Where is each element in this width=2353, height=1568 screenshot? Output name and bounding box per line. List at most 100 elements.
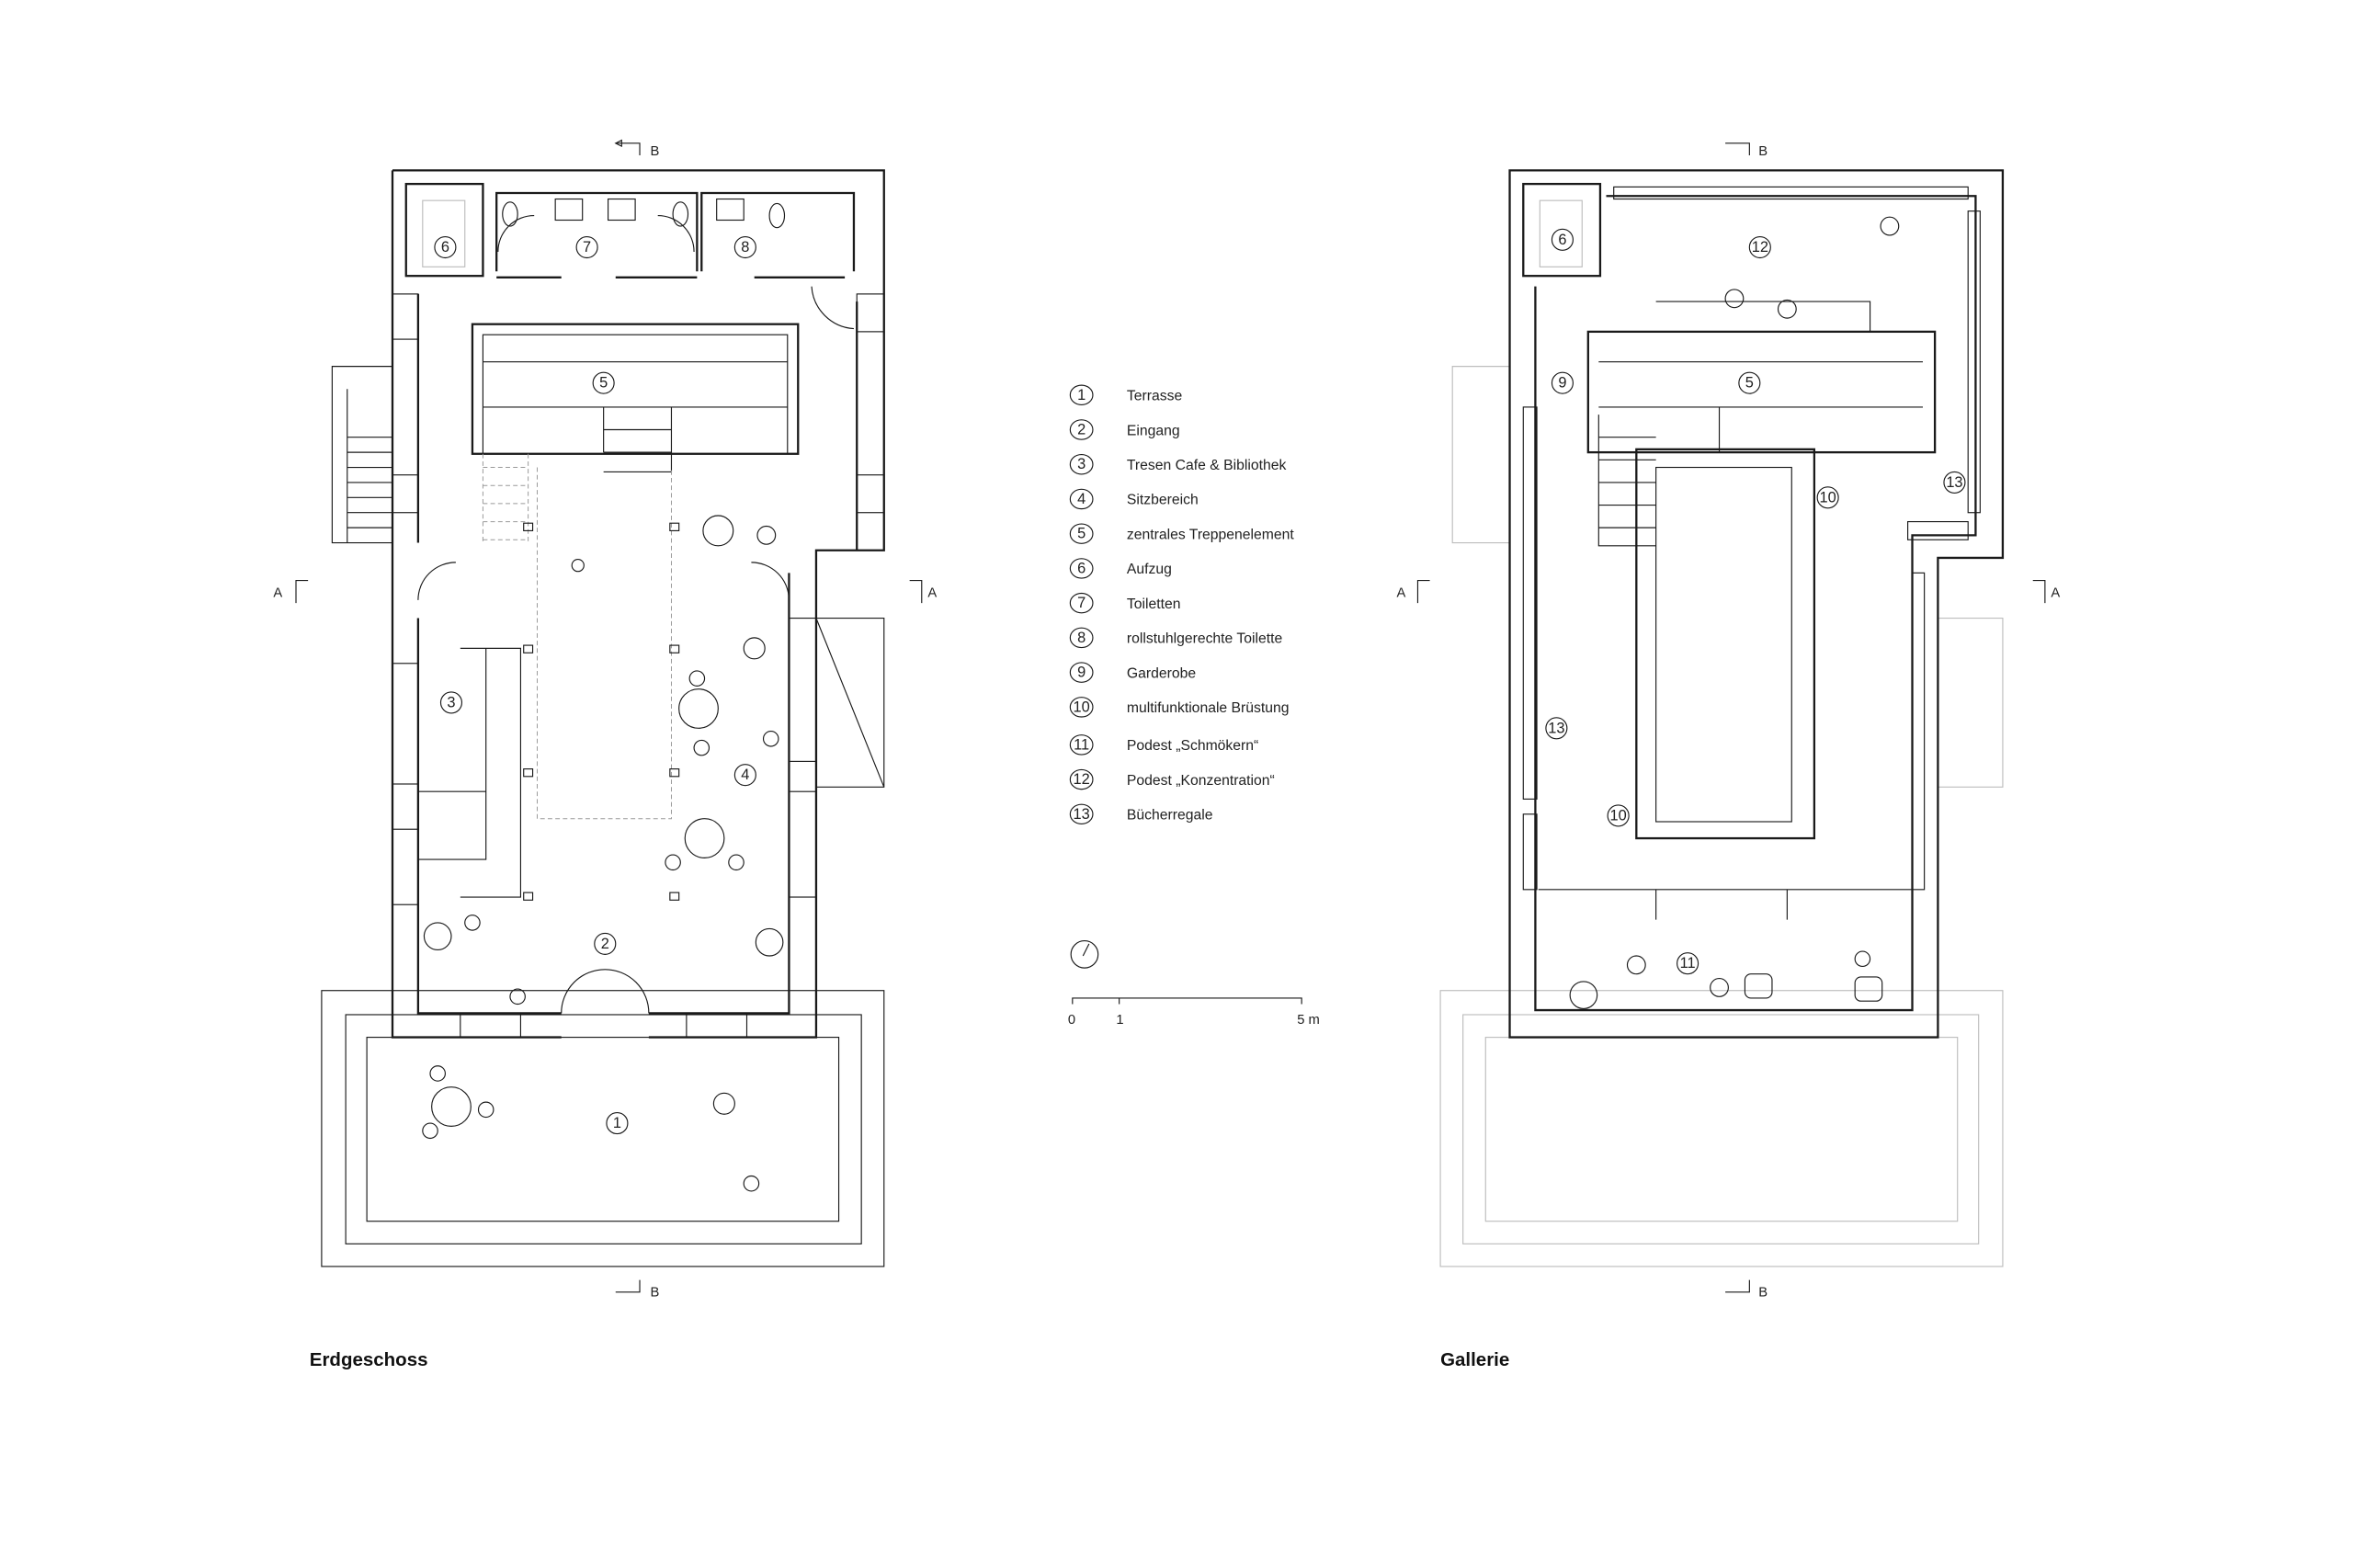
svg-text:A: A [927, 586, 937, 601]
section-marker-a-left: A [1396, 579, 1430, 604]
central-stair-element [1586, 330, 1937, 454]
room-label: 11 [1677, 952, 1699, 975]
legend-number-circle [1069, 488, 1094, 510]
legend-label: Podest „Konzentration“ [1127, 773, 1275, 789]
svg-text:11: 11 [1680, 955, 1696, 971]
toilet-rooms [495, 191, 856, 278]
svg-text:4: 4 [741, 767, 749, 783]
legend-label: Podest „Schmökern“ [1127, 738, 1258, 754]
svg-text:7: 7 [583, 239, 591, 256]
legend-number-circle [1069, 384, 1094, 406]
svg-text:1: 1 [1116, 1013, 1123, 1028]
door-swings [497, 215, 854, 330]
room-label: 10 [1816, 486, 1839, 509]
legend-number-circle [1069, 454, 1094, 475]
room-label: 4 [733, 764, 756, 787]
legend-label: Eingang [1127, 423, 1180, 438]
exterior-stair [331, 366, 393, 544]
section-marker-a-right: A [2032, 579, 2060, 604]
svg-text:1: 1 [613, 1115, 621, 1131]
north-arrow-icon [1070, 940, 1099, 969]
legend-number-circle [1069, 558, 1094, 579]
svg-text:A: A [2051, 586, 2060, 601]
room-label: 6 [434, 235, 457, 259]
svg-text:12: 12 [1752, 239, 1768, 256]
legend-number-circle [1069, 662, 1094, 683]
svg-text:10: 10 [1820, 489, 1836, 506]
gallery-balustrade [1635, 448, 1816, 840]
room-label: 13 [1943, 471, 1966, 494]
bookshelves [1522, 186, 1981, 891]
legend-number: 9 [1077, 665, 1086, 681]
entrance-door [561, 969, 650, 1014]
stair-platform [482, 334, 789, 455]
central-stair-element [471, 323, 800, 455]
svg-text:B: B [651, 144, 660, 159]
svg-text:3: 3 [447, 694, 455, 710]
svg-text:5 m: 5 m [1297, 1013, 1320, 1028]
elevator-cab [422, 199, 466, 267]
svg-text:5: 5 [1745, 375, 1754, 392]
legend-label: Terrasse [1127, 389, 1183, 404]
svg-text:6: 6 [1558, 232, 1566, 248]
legend-number: 3 [1077, 456, 1086, 472]
section-marker-b-bottom: B [615, 1279, 660, 1301]
svg-text:2: 2 [601, 936, 609, 952]
furniture [422, 515, 784, 1192]
stair-steps [1597, 301, 1923, 547]
elevator-cab [1539, 199, 1583, 267]
reading-platform [1538, 889, 1913, 920]
room-label: 5 [592, 371, 615, 394]
legend-label: Aufzug [1127, 562, 1172, 577]
legend-number: 1 [1077, 387, 1086, 403]
legend-number: 8 [1077, 630, 1086, 646]
svg-text:10: 10 [1610, 807, 1627, 824]
svg-text:6: 6 [441, 239, 449, 256]
svg-text:B: B [1758, 144, 1768, 159]
legend-number-circle [1069, 734, 1094, 756]
elevator-room [404, 182, 484, 278]
stair-below [482, 453, 529, 543]
room-label: 5 [1738, 371, 1761, 394]
stair-treads [1598, 437, 1656, 528]
legend-item: 1 Terrasse [1069, 384, 1183, 406]
room-label: 3 [439, 691, 463, 714]
svg-text:13: 13 [1946, 474, 1962, 491]
room-label: 13 [1545, 717, 1568, 740]
columns [523, 522, 680, 901]
legend-number: 6 [1077, 560, 1086, 576]
legend-number: 11 [1074, 736, 1089, 753]
room-labels: 6 12 9 5 10 13 13 10 11 [1545, 228, 1966, 975]
legend-label: zentrales Treppenelement [1127, 527, 1295, 542]
ground-floor-plan: B B A A [273, 139, 937, 1370]
legend-number: 12 [1074, 771, 1090, 788]
legend-label: Toiletten [1127, 597, 1181, 612]
svg-text:5: 5 [599, 375, 608, 392]
stair-steps [483, 361, 788, 473]
legend-label: Bücherregale [1127, 808, 1213, 824]
exterior-wall [1508, 169, 2005, 1039]
legend-label: multifunktionale Brüstung [1127, 700, 1290, 716]
gallery-plan: B B A A [1396, 142, 2060, 1370]
elevator-room [1522, 182, 1602, 278]
room-label: 10 [1607, 804, 1630, 827]
svg-text:B: B [1758, 1286, 1768, 1301]
legend-number-circle [1069, 627, 1094, 649]
terrace-outline [321, 990, 885, 1267]
windows [392, 293, 885, 1039]
furniture [1569, 216, 1900, 1009]
side-doors [417, 562, 790, 600]
terrace-step [366, 1037, 840, 1222]
svg-text:8: 8 [741, 239, 749, 256]
legend-number: 4 [1077, 491, 1086, 507]
sanitary-fixtures [502, 198, 786, 229]
